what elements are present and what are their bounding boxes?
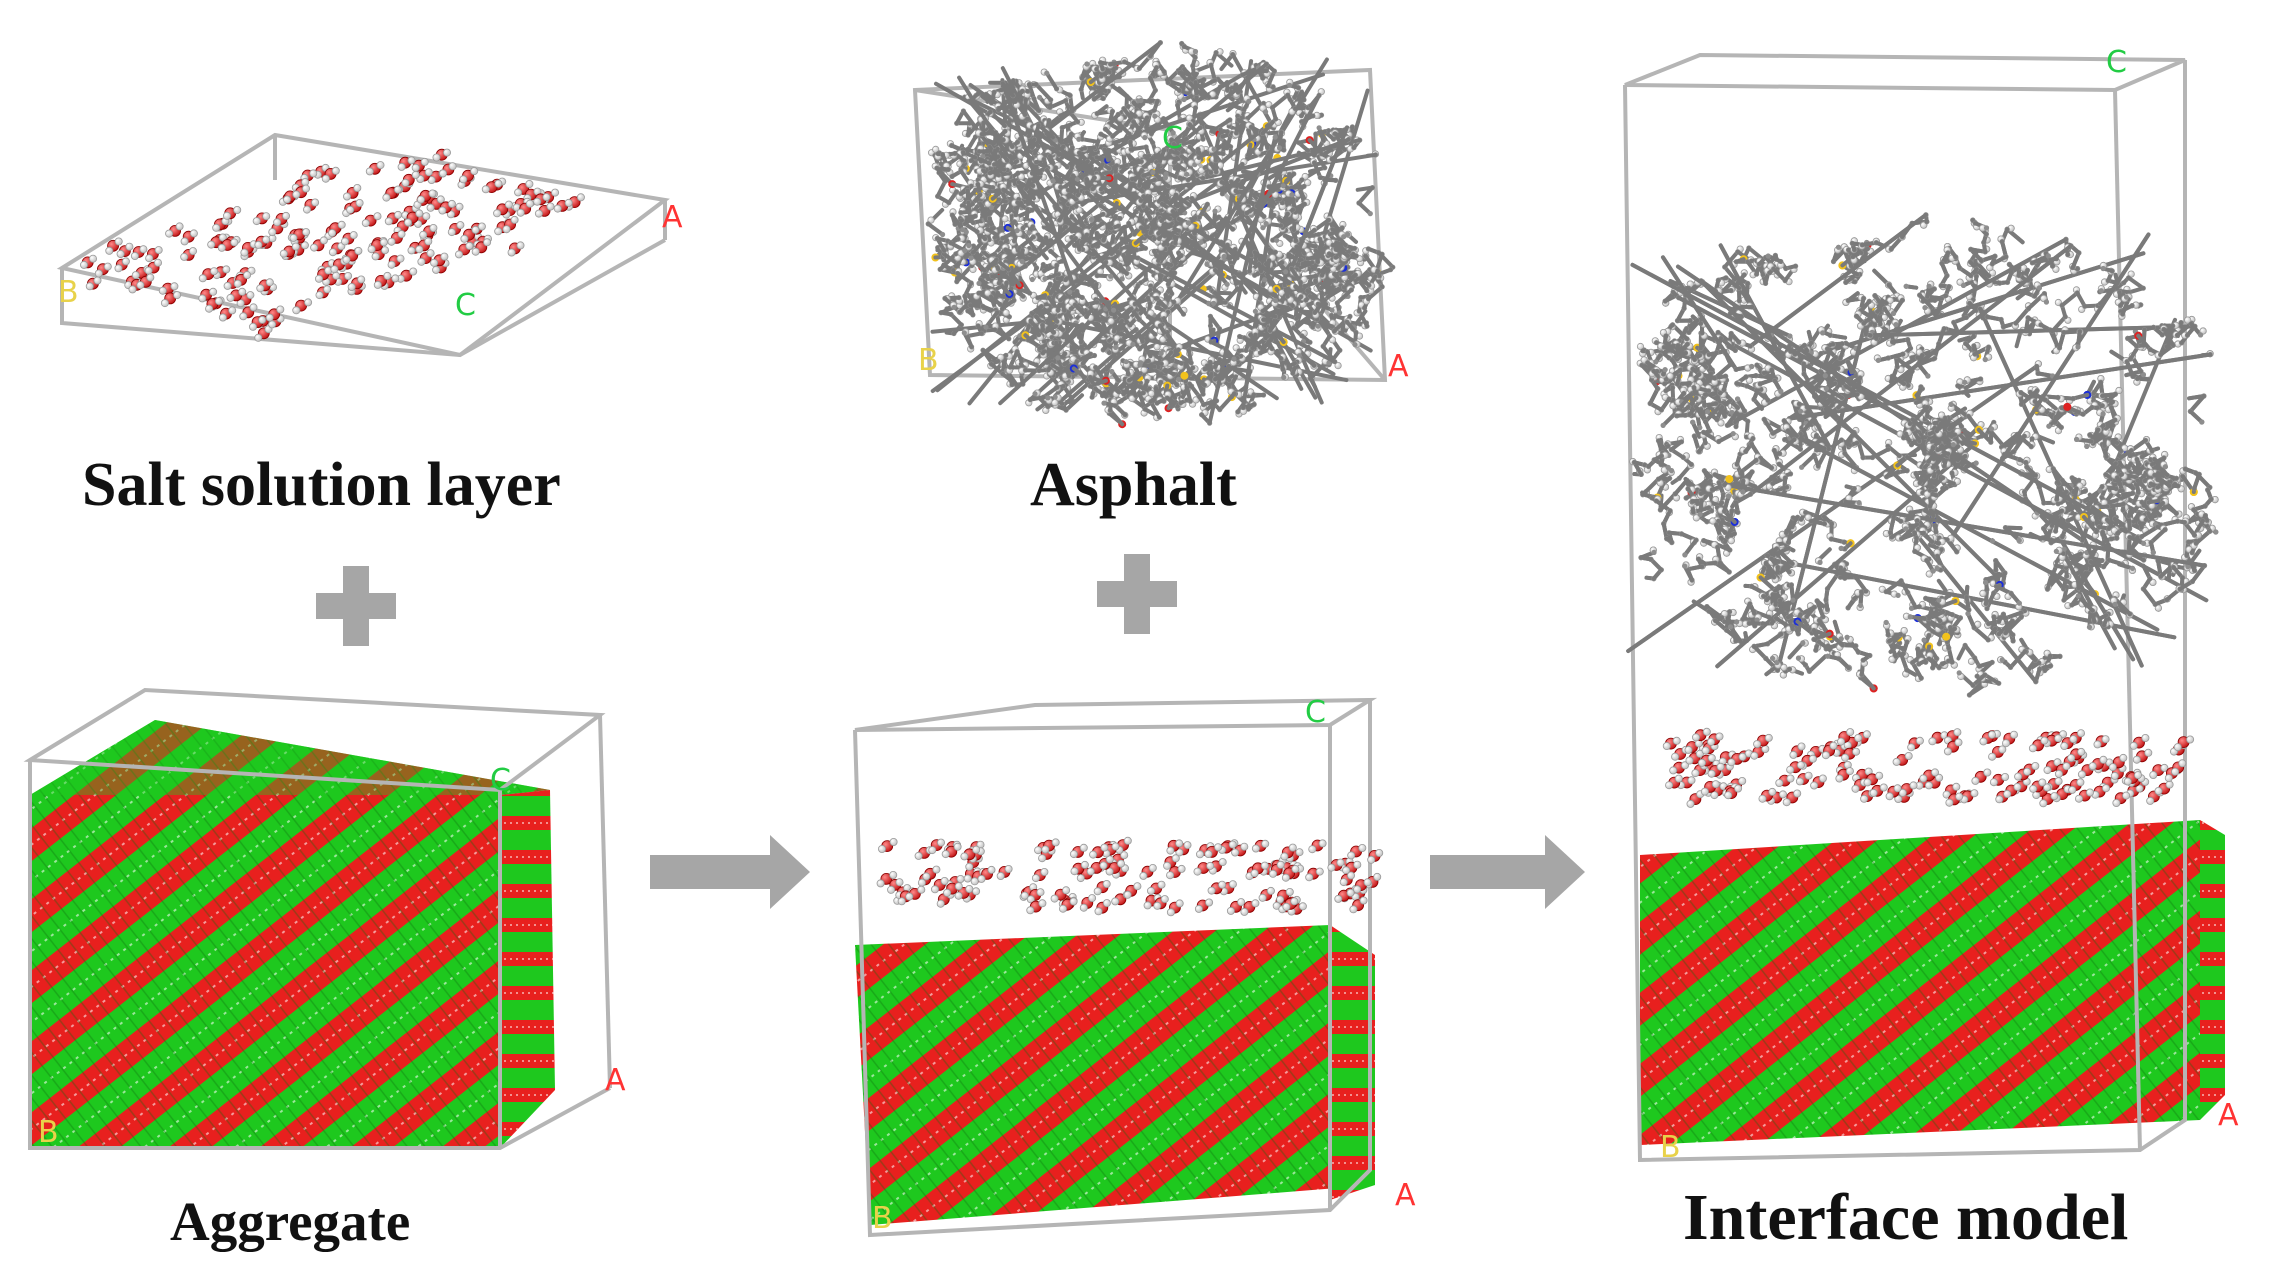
aggregate-label: Aggregate	[170, 1191, 411, 1252]
axis-c-label: C	[490, 763, 511, 798]
asphalt-molecules	[925, 40, 1396, 429]
asphalt-label: Asphalt	[1030, 451, 1237, 519]
axis-c-label: C	[455, 288, 476, 323]
salt-layer-molecules	[1662, 727, 2195, 808]
interface-model-cell	[1623, 52, 2225, 1163]
plus-icon	[316, 566, 396, 646]
axis-c-label: C	[1162, 121, 1183, 156]
aggregate-cell	[23, 687, 612, 1150]
axis-a-label: A	[1388, 349, 1409, 384]
salt-layer-cell	[56, 132, 670, 358]
plus-icon	[1097, 554, 1177, 634]
salt-layer-molecules	[876, 836, 1384, 917]
axis-b-label: B	[58, 275, 79, 310]
axis-a-label: A	[1395, 1178, 1416, 1213]
arrow-right-icon	[1430, 835, 1585, 909]
axis-c-label: C	[1305, 695, 1326, 730]
axis-b-label: B	[1660, 1130, 1681, 1165]
arrow-right-icon	[650, 835, 810, 909]
asphalt-molecules	[1626, 212, 2219, 698]
axis-b-label: B	[918, 343, 939, 378]
axis-b-label: B	[38, 1115, 59, 1150]
axis-a-label: A	[662, 200, 683, 235]
axis-c-label: C	[2106, 45, 2127, 80]
salt-layer-molecules	[80, 148, 585, 342]
axis-a-label: A	[605, 1063, 626, 1098]
interface-model-label: Interface model	[1683, 1181, 2129, 1254]
axis-b-label: B	[872, 1201, 893, 1236]
salt-solution-layer-label: Salt solution layer	[82, 451, 561, 519]
axis-a-label: A	[2218, 1098, 2239, 1133]
aggregate-salt-cell	[853, 697, 1378, 1238]
